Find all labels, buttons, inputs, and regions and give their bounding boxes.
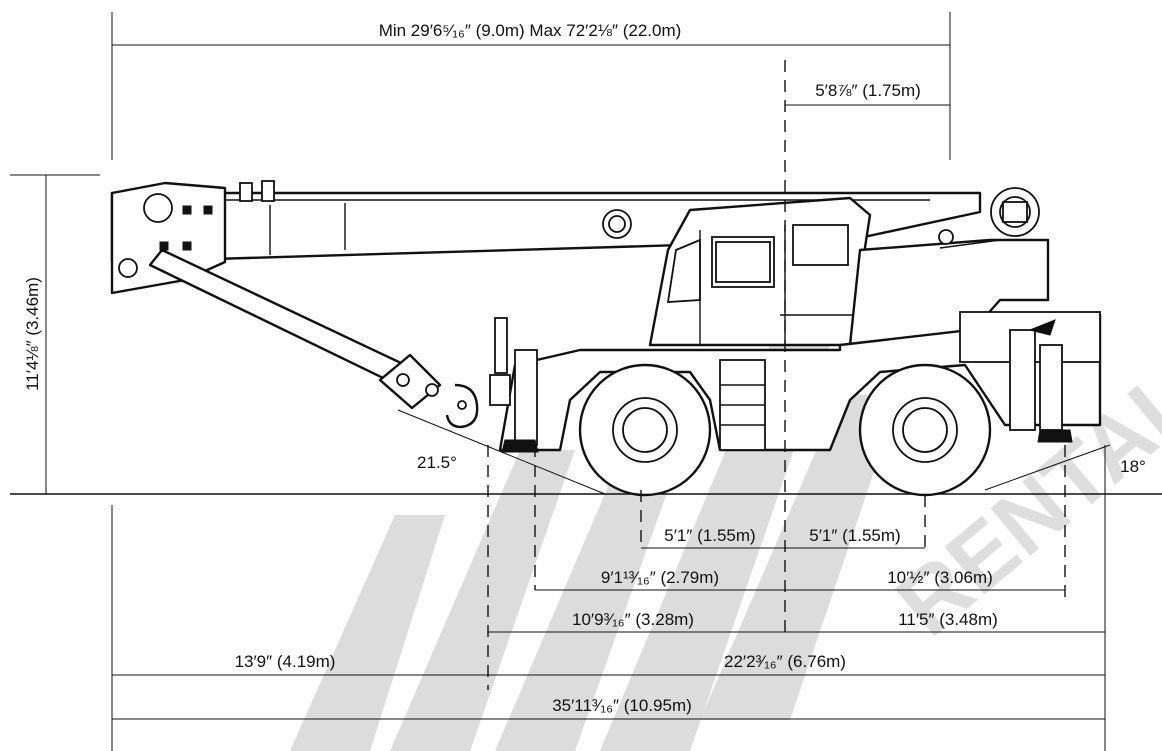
carrier-chassis (498, 313, 1102, 452)
rear-outrigger-span-label: 11′5″ (3.48m) (898, 610, 998, 629)
wheelbase-rear-label: 5′1″ (1.55m) (809, 526, 900, 545)
front-outrigger-span-label: 10′9³⁄₁₆″ (3.28m) (572, 610, 694, 629)
boom-front-overhang-label: 13′9″ (4.19m) (235, 652, 336, 671)
carrier-length-label: 22′2³⁄₁₆″ (6.76m) (724, 652, 846, 671)
rear-outrigger (1009, 319, 1073, 443)
front-outrigger-to-axle-label: 9′1¹³⁄₁₆″ (2.79m) (601, 568, 719, 587)
departure-angle-label: 18° (1120, 457, 1146, 476)
rear-wheel (858, 363, 992, 497)
front-wheel (578, 363, 712, 497)
crane-illustration (110, 180, 1102, 497)
boom-cylinder (148, 248, 422, 392)
rear-overhang-top-label: 5′8⅞″ (1.75m) (815, 81, 921, 100)
overall-height-label: 11′4⅛″ (3.46m) (23, 277, 42, 391)
overall-length-label: 35′11³⁄₁₆″ (10.95m) (552, 696, 692, 715)
rear-axle-to-outrigger-label: 10′½″ (3.06m) (887, 568, 993, 587)
front-outrigger (489, 317, 539, 453)
boom-reach-label: Min 29′6⁵⁄₁₆″ (9.0m) Max 72′2⅛″ (22.0m) (379, 21, 682, 40)
wheelbase-front-label: 5′1″ (1.55m) (664, 526, 755, 545)
approach-angle-label: 21.5° (417, 453, 457, 472)
